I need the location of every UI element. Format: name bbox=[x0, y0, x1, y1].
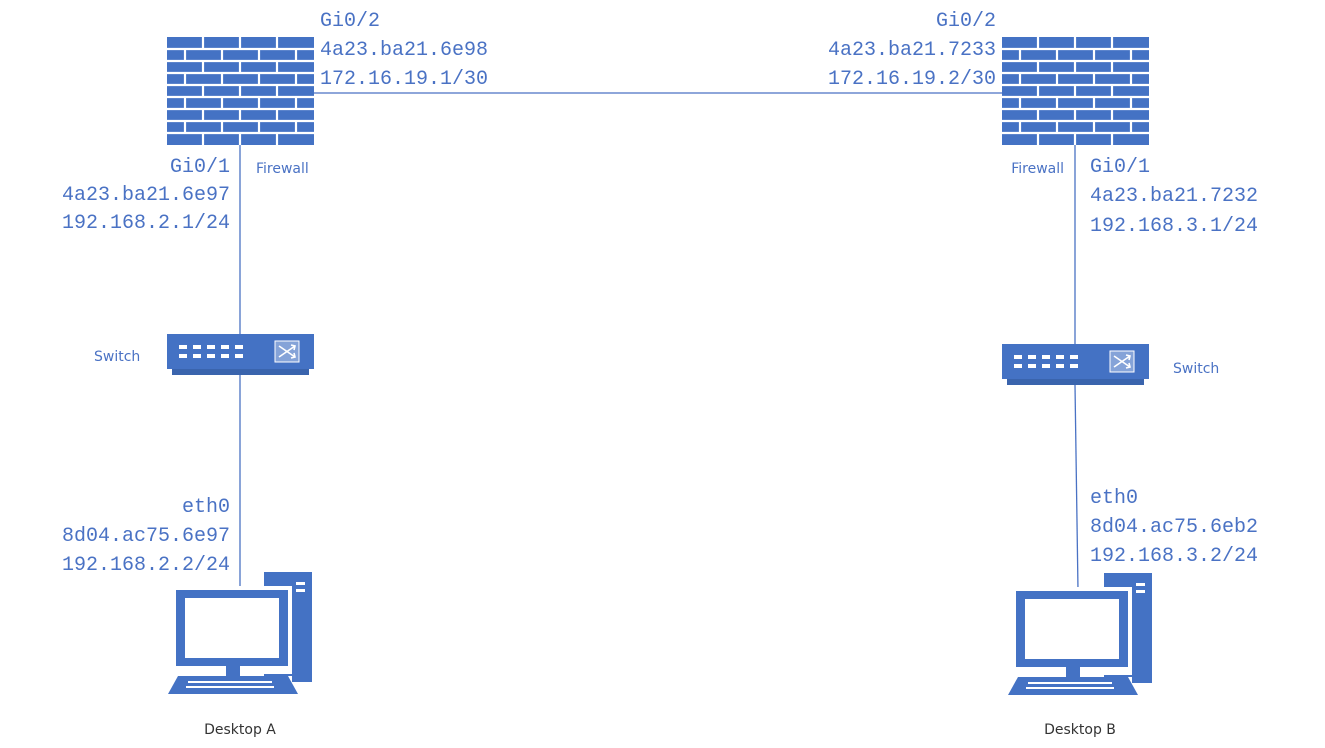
desktop-a-eth0-name: eth0 bbox=[182, 496, 230, 519]
desktop-a-eth0-mac: 8d04.ac75.6e97 bbox=[62, 525, 230, 548]
switch-a-icon[interactable] bbox=[166, 333, 315, 376]
desktop-a-label: Desktop A bbox=[204, 722, 276, 738]
firewall-a-gi01-ip: 192.168.2.1/24 bbox=[62, 212, 230, 235]
firewall-b-label: Firewall bbox=[1011, 161, 1064, 177]
firewall-b-gi01-name: Gi0/1 bbox=[1090, 156, 1150, 179]
firewall-a-gi02-name: Gi0/2 bbox=[320, 10, 380, 33]
firewall-b-gi01-ip: 192.168.3.1/24 bbox=[1090, 215, 1258, 238]
desktop-b-eth0-ip: 192.168.3.2/24 bbox=[1090, 545, 1258, 568]
firewall-b-gi02-ip: 172.16.19.2/30 bbox=[828, 68, 996, 91]
firewall-b-gi02-mac: 4a23.ba21.7233 bbox=[828, 39, 996, 62]
desktop-b-label: Desktop B bbox=[1044, 722, 1116, 738]
firewall-a-label: Firewall bbox=[256, 161, 309, 177]
firewall-b-gi01-mac: 4a23.ba21.7232 bbox=[1090, 185, 1258, 208]
firewall-a-gi02-ip: 172.16.19.1/30 bbox=[320, 68, 488, 91]
firewall-a-gi02-mac: 4a23.ba21.6e98 bbox=[320, 39, 488, 62]
firewall-b-icon[interactable] bbox=[1000, 35, 1151, 147]
switch-b-icon[interactable] bbox=[1001, 343, 1150, 386]
desktop-b-icon[interactable] bbox=[1008, 573, 1152, 695]
firewall-a-gi01-name: Gi0/1 bbox=[170, 156, 230, 179]
firewall-a-gi01-mac: 4a23.ba21.6e97 bbox=[62, 184, 230, 207]
link-switch-b-to-desktop-b bbox=[1074, 384, 1079, 591]
desktop-a-eth0-ip: 192.168.2.2/24 bbox=[62, 554, 230, 577]
desktop-b-eth0-mac: 8d04.ac75.6eb2 bbox=[1090, 516, 1258, 539]
switch-a-label: Switch bbox=[94, 349, 140, 365]
firewall-a-icon[interactable] bbox=[165, 35, 316, 147]
switch-b-label: Switch bbox=[1173, 361, 1219, 377]
firewall-b-gi02-name: Gi0/2 bbox=[936, 10, 996, 33]
desktop-b-eth0-name: eth0 bbox=[1090, 487, 1138, 510]
desktop-a-icon[interactable] bbox=[168, 572, 312, 694]
